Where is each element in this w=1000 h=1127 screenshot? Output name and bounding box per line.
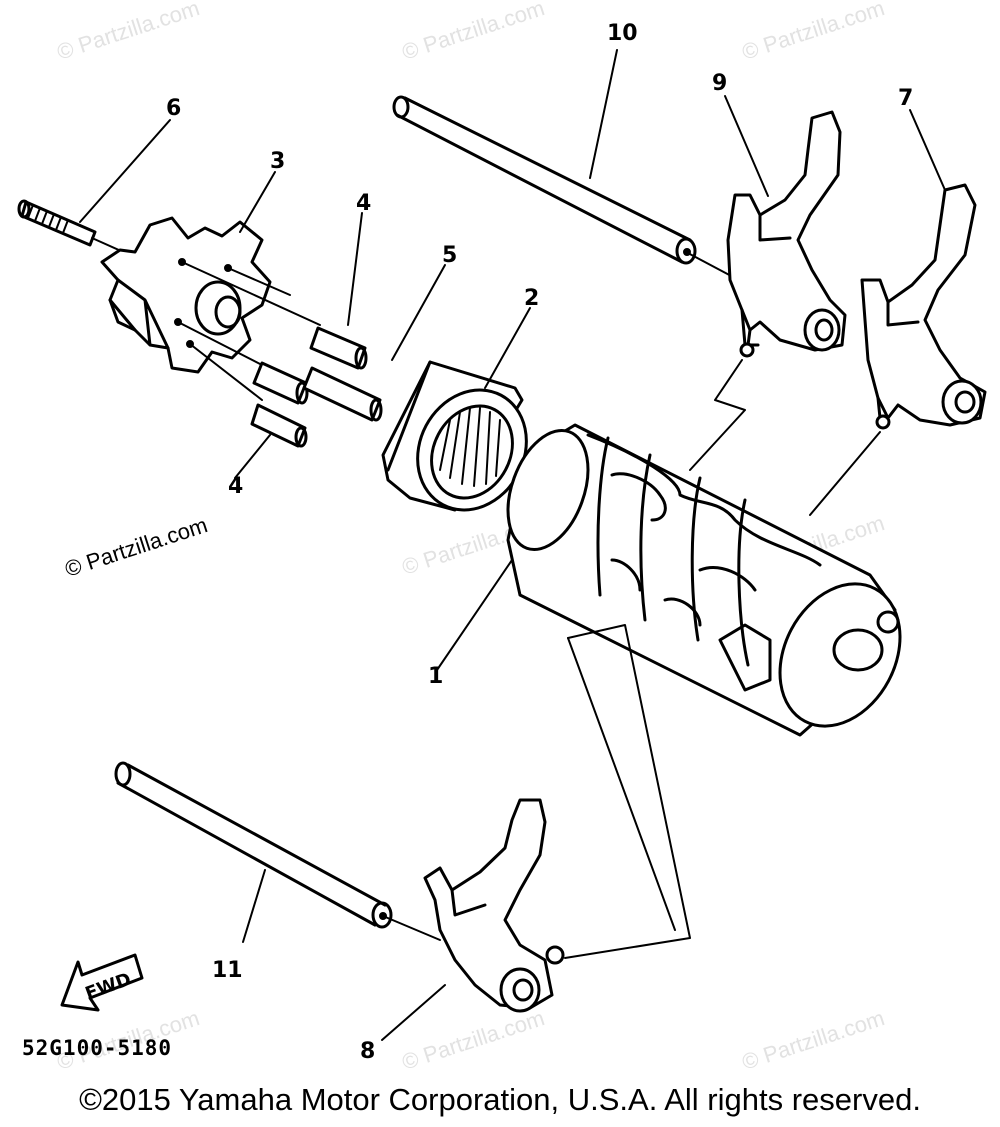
callout-10: 10 (607, 21, 638, 46)
watermark-faint-2: © Partzilla.com (399, 0, 548, 65)
callout-7: 7 (898, 86, 913, 111)
watermark-faint-7: © Partzilla.com (399, 1005, 548, 1075)
part-6-bolt (17, 199, 131, 256)
callout-9: 9 (712, 71, 727, 96)
callout-11: 11 (212, 958, 243, 983)
part-4-pins (250, 326, 368, 448)
part-3-segment-wheel (100, 216, 321, 401)
callout-1: 1 (428, 664, 443, 689)
watermark-faint-8: © Partzilla.com (739, 1005, 888, 1075)
copyright-notice: ©2015 Yamaha Motor Corporation, U.S.A. A… (79, 1082, 921, 1117)
part-8-shift-fork (423, 798, 565, 1013)
fwd-arrow-icon: FWD (60, 953, 144, 1012)
callout-3: 3 (270, 149, 285, 174)
callout-8: 8 (360, 1039, 375, 1064)
part-10-fork-shaft (392, 95, 736, 279)
callout-4-lower: 4 (228, 474, 243, 499)
part-9-shift-fork (726, 110, 847, 358)
part-2-bearing (381, 360, 528, 512)
part-11-fork-shaft (114, 761, 441, 941)
callout-5: 5 (442, 243, 457, 268)
callouts: 10 9 7 6 3 4 5 2 4 1 11 8 (166, 21, 913, 1064)
watermark-faint-1: © Partzilla.com (54, 0, 203, 65)
callout-6: 6 (166, 96, 181, 121)
leader-lines (79, 49, 946, 1041)
part-1-shift-drum (506, 423, 902, 737)
part-7-shift-fork (860, 183, 987, 430)
watermark-faint-3: © Partzilla.com (739, 0, 888, 65)
part-5-pin (302, 366, 383, 422)
drawing-code: 52G100-5180 (22, 1036, 172, 1060)
callout-2: 2 (524, 286, 539, 311)
watermark: © Partzilla.com (62, 512, 211, 582)
callout-4-upper: 4 (356, 191, 371, 216)
